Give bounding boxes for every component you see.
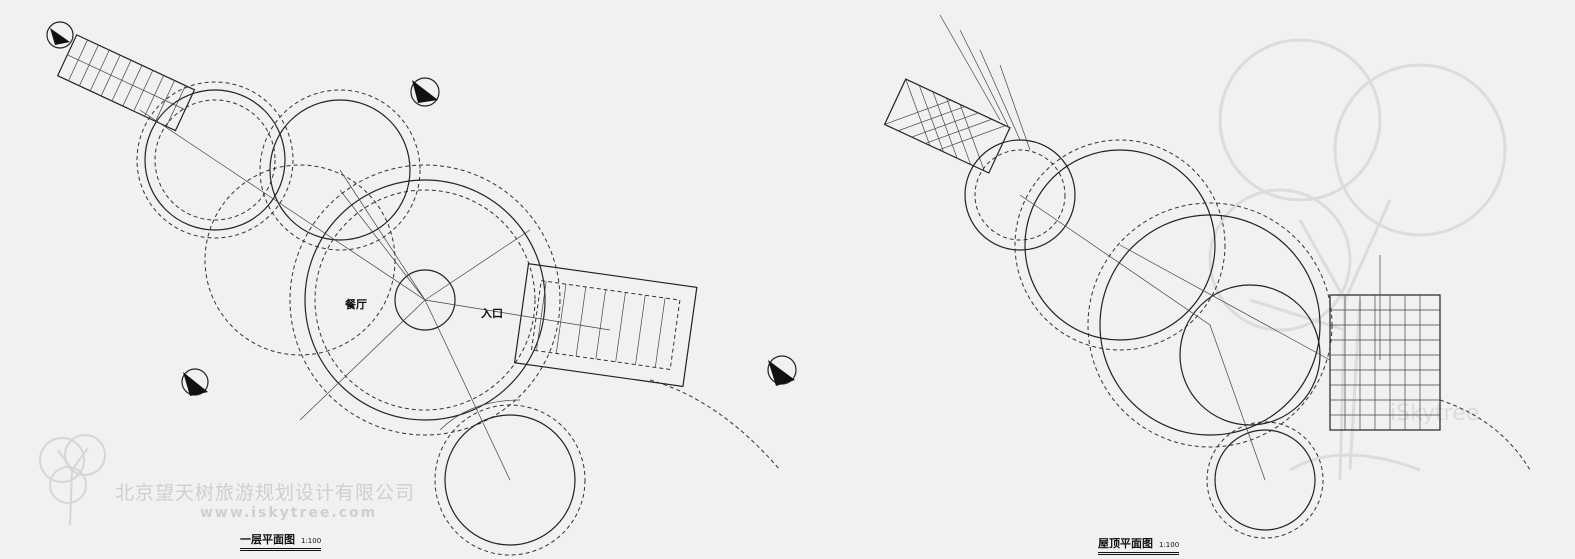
north-arrow-icon — [181, 368, 209, 396]
entrance-wing — [513, 263, 698, 388]
entry-stair — [56, 34, 196, 132]
title-text: 屋顶平面图 — [1098, 537, 1153, 550]
drawing-title-roof: 屋顶平面图 1:100 — [1098, 535, 1180, 555]
watermark-url: www.iskytree.com — [200, 505, 378, 521]
watermark-tree-right: iSkytree — [1208, 38, 1507, 481]
north-arrow-icon — [46, 21, 74, 49]
scale-text: 1:100 — [1159, 541, 1180, 549]
roof-stair-hatch — [883, 78, 1011, 174]
watermark-brand: iSkytree — [1390, 401, 1479, 426]
room-label-dining: 餐厅 — [345, 298, 367, 311]
drawing-title-ground-floor: 一层平面图 1:100 — [240, 531, 322, 551]
title-text: 一层平面图 — [240, 533, 295, 546]
watermark-company: 北京望天树旅游规划设计有限公司 — [115, 482, 416, 504]
ground-floor-plan — [56, 34, 781, 556]
watermark-tree-left — [39, 434, 106, 526]
scale-text: 1:100 — [301, 537, 322, 545]
north-arrow-icon — [767, 355, 797, 386]
roof-hatched-deck — [1329, 294, 1441, 431]
roof-plan — [883, 14, 1531, 539]
room-label-entrance: 入口 — [481, 307, 503, 320]
north-arrow-icon — [410, 77, 440, 107]
